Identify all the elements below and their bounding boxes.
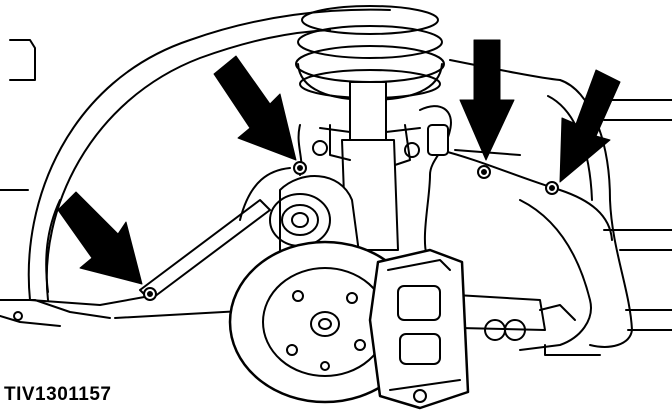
body-panel-left <box>0 39 111 327</box>
strut <box>312 81 421 251</box>
body-panel-right <box>599 99 672 331</box>
arrow-center-fastener-icon <box>459 39 515 161</box>
arrow-upper-left-fastener-icon <box>213 55 297 161</box>
fasteners <box>143 161 559 301</box>
figure-reference-code: TIV1301157 <box>4 384 112 405</box>
arrow-right-fastener-icon <box>559 69 621 183</box>
arrow-lower-left-fastener-icon <box>57 191 143 285</box>
brake-caliper <box>368 248 470 410</box>
